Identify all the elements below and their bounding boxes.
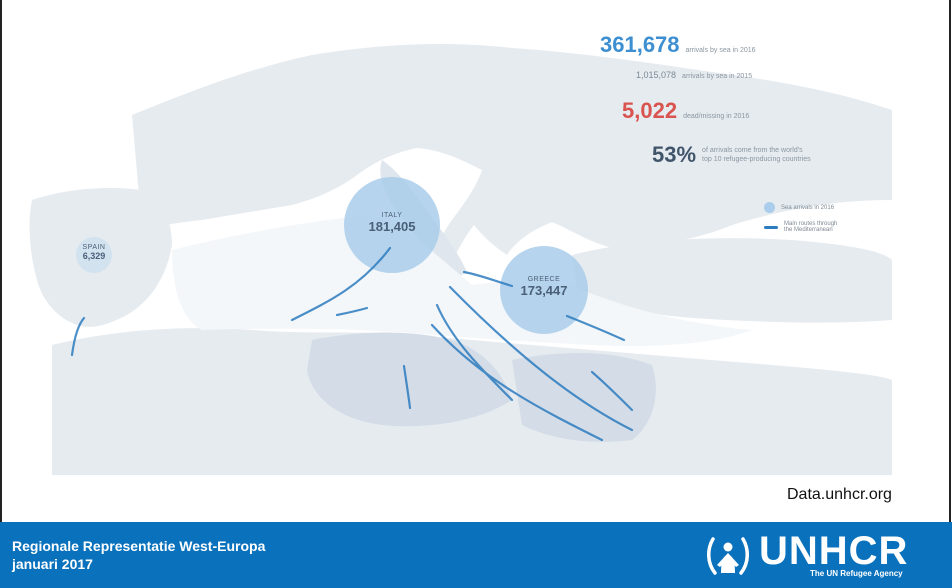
stat-sea-arrivals-2016: 361,678 arrivals by sea in 2016 (600, 32, 756, 58)
stat-top10: 53% of arrivals come from the world's to… (652, 142, 811, 168)
stat-dead-missing: 5,022 dead/missing in 2016 (622, 98, 749, 124)
footer-line1: Regionale Representatie West-Europa (12, 538, 266, 554)
spain-bubble (76, 237, 112, 273)
route-egypt-greece-1 (448, 285, 634, 432)
libya-region (307, 332, 512, 427)
stat-top10-text-line2: top 10 refugee-producing countries (702, 156, 811, 163)
egypt-region (512, 353, 656, 442)
stat-sea-arrivals-2015: 1,015,078 arrivals by sea in 2015 (636, 70, 752, 81)
stat-top10-text-line1: of arrivals come from the world's (702, 147, 803, 154)
route-east-greece (590, 370, 634, 412)
mediterranean-sea (172, 215, 752, 347)
europe-landmass (132, 44, 892, 282)
map-legend: Sea arrivals in 2016 Main routes through… (764, 202, 837, 241)
route-africa-sea (335, 306, 369, 317)
italy-value: 181,405 (368, 219, 416, 234)
footer-line2: januari 2017 (12, 556, 93, 572)
stat-sea-arrivals-2016-value: 361,678 (600, 32, 680, 57)
legend-routes-line2: the Mediterranean (784, 227, 833, 233)
greece-bubble-label: GREECE 173,447 (506, 276, 582, 298)
stat-sea-arrivals-2016-text: arrivals by sea in 2016 (685, 47, 756, 54)
spain-bubble-label: SPAIN 6,329 (68, 244, 120, 261)
stat-sea-arrivals-2015-value: 1,015,078 (636, 70, 677, 80)
unhcr-wordmark: UNHCR (759, 529, 909, 573)
route-libya-north (402, 364, 412, 410)
stat-top10-text: of arrivals come from the world's top 10… (702, 146, 811, 164)
stat-top10-value: 53% (652, 142, 697, 167)
unhcr-tagline: The UN Refugee Agency (810, 569, 903, 578)
data-source: Data.unhcr.org (787, 486, 892, 503)
route-egypt-greece-2 (430, 323, 604, 442)
legend-sea-arrivals-label: Sea arrivals in 2016 (781, 204, 835, 211)
legend-routes-line1: Main routes through (784, 221, 838, 227)
footer-bar: Regionale Representatie West-Europa janu… (0, 522, 952, 588)
greece-bubble (500, 246, 588, 334)
legend-arrow-icon (764, 225, 778, 229)
slide-frame-right (949, 0, 951, 522)
greece-name: GREECE (527, 276, 561, 283)
mediterranean-map: ITALY 181,405 GREECE 173,447 SPAIN 6,329… (12, 0, 940, 475)
migration-routes (70, 246, 634, 442)
footer-text: Regionale Representatie West-Europa janu… (12, 537, 265, 573)
italy-bubble-label: ITALY 181,405 (352, 212, 432, 234)
unhcr-logo: UNHCR The UN Refugee Agency (703, 529, 949, 583)
legend-bubble-icon (764, 202, 775, 213)
map-graphic (12, 0, 940, 475)
legend-routes-label: Main routes through the Mediterranean (784, 221, 837, 233)
route-morocco-spain (70, 316, 86, 357)
italy-bubble (344, 177, 440, 273)
spain-value: 6,329 (82, 251, 106, 261)
slide-frame-left (0, 0, 2, 522)
stat-sea-arrivals-2015-text: arrivals by sea in 2015 (682, 73, 753, 80)
spain-name: SPAIN (82, 244, 106, 251)
route-libya-italy (290, 246, 392, 322)
legend-sea-arrivals: Sea arrivals in 2016 (764, 202, 837, 213)
stat-dead-missing-text: dead/missing in 2016 (683, 113, 750, 120)
route-turkey-greece (565, 314, 626, 342)
route-greece-inner (462, 270, 514, 288)
italy-name: ITALY (381, 212, 403, 219)
turkey-landmass (572, 238, 892, 323)
route-libya-greece (435, 303, 514, 402)
stat-dead-missing-value: 5,022 (622, 98, 678, 123)
legend-routes: Main routes through the Mediterranean (764, 221, 837, 233)
greece-value: 173,447 (520, 283, 568, 298)
unhcr-emblem-icon (707, 537, 749, 575)
